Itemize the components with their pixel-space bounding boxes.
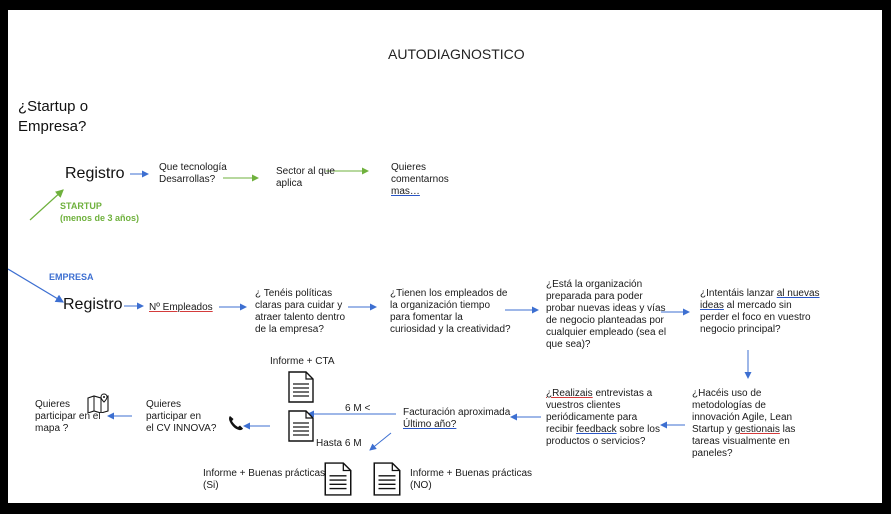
metodologias-5: tareas visualmente en — [692, 436, 790, 447]
startup-registro: Registro — [65, 165, 125, 182]
diagram-canvas: AUTODIAGNOSTICO ¿Startup o Empresa? Regi… — [8, 10, 882, 503]
document-cta-2-icon — [288, 410, 314, 442]
politicas-2: claras para cuidar y — [255, 300, 343, 311]
arrow-facturacion-hasta6m — [369, 432, 392, 451]
informe-no-1: Informe + Buenas prácticas — [410, 468, 533, 479]
startup-label: STARTUP — [60, 201, 102, 211]
informe-cta-label: Informe + CTA — [270, 356, 335, 367]
facturacion-1: Facturación aproximada — [403, 407, 511, 418]
entrevistas-4a: recibir — [546, 424, 577, 435]
entrevistas-1b: entrevistas a — [592, 388, 653, 399]
arrow-startup-entry — [29, 189, 64, 221]
entrevistas-3: periódicamente para — [546, 412, 638, 423]
lanzar-1: ¿Intentáis lanzar al nuevas — [700, 288, 820, 301]
lanzar-3: perder el foco en vuestro — [700, 312, 811, 323]
tiempo-4: curiosidad y la creatividad? — [390, 324, 511, 335]
lanzar-4: negocio principal? — [700, 324, 781, 335]
document-si-icon — [324, 462, 352, 496]
metodologias-4: Startup y gestionais las — [692, 424, 795, 437]
politicas-4: de la empresa? — [255, 324, 324, 335]
metodologias-4u: gestionais — [734, 424, 780, 435]
document-cta-icon — [288, 371, 314, 403]
metodologias-3: innovación Agile, Lean — [692, 412, 793, 423]
startup-sector-1: Sector al que — [276, 166, 335, 177]
mapa-2: participar en el — [35, 411, 101, 422]
metodologias-4a: Startup y — [692, 424, 735, 435]
page-title: AUTODIAGNOSTICO — [388, 46, 525, 62]
metodologias-4b: las — [779, 424, 796, 435]
startup-sector-2: aplica — [276, 178, 303, 189]
empresa-empleados: Nº Empleados — [149, 302, 213, 315]
organizacion-1: ¿Está la organización — [546, 279, 643, 290]
informe-si-2: (Si) — [203, 480, 219, 491]
entrevistas-4: recibir feedback sobre los — [546, 424, 660, 437]
cv-innova-2: participar en — [146, 411, 202, 422]
question-line-1: ¿Startup o — [18, 98, 89, 115]
facturacion-2-text: Último año? — [403, 419, 457, 430]
startup-tecnologia-2: Desarrollas? — [159, 174, 216, 185]
organizacion-6: que sea)? — [546, 339, 591, 350]
map-icon — [87, 393, 109, 413]
entrevistas-1: ¿Realizais entrevistas a — [546, 388, 652, 401]
lanzar-u1: al nuevas — [776, 288, 820, 299]
politicas-3: atraer talento dentro — [255, 312, 346, 323]
metodologias-1: ¿Hacéis uso de — [692, 388, 762, 399]
empresa-label: EMPRESA — [49, 272, 94, 282]
informe-si-1: Informe + Buenas prácticas — [203, 468, 326, 479]
metodologias-6: paneles? — [692, 448, 733, 459]
informe-no-2: (NO) — [410, 480, 432, 491]
cv-innova-3: el CV INNOVA? — [146, 423, 217, 434]
startup-tecnologia-1: Que tecnología — [159, 162, 227, 173]
lanzar-2: ideas al mercado sin — [700, 300, 792, 313]
entrevistas-u: ¿Realizais — [546, 388, 593, 399]
startup-comentarnos-3: mas… — [391, 186, 420, 199]
entrevistas-2: vuestros clientes — [546, 400, 621, 411]
hasta-6m-label: Hasta 6 M — [316, 438, 362, 449]
arrow-empresa-entry — [8, 268, 65, 303]
entrevistas-5: productos o servicios? — [546, 436, 646, 447]
cv-innova-1: Quieres — [146, 399, 182, 410]
lanzar-pre: ¿Intentáis lanzar — [700, 288, 777, 299]
mapa-3: mapa ? — [35, 423, 69, 434]
tiempo-3: para fomentar la — [390, 312, 463, 323]
startup-comentarnos-2: comentarnos — [391, 174, 449, 185]
startup-comentarnos-1: Quieres — [391, 162, 427, 173]
phone-icon — [229, 416, 243, 431]
facturacion-2: Último año? — [403, 419, 456, 432]
mas-6m-label: 6 M < — [345, 403, 371, 414]
metodologias-2: metodologías de — [692, 400, 766, 411]
organizacion-4: de negocio planteadas por — [546, 315, 664, 326]
organizacion-3: probar nuevas ideas y vías — [546, 303, 666, 314]
startup-sublabel: (menos de 3 años) — [60, 213, 140, 223]
document-no-icon — [373, 462, 401, 496]
organizacion-2: preparada para poder — [546, 291, 643, 302]
empresa-registro: Registro — [63, 296, 123, 313]
politicas-1: ¿ Tenéis políticas — [255, 288, 333, 299]
tiempo-1: ¿Tienen los empleados de — [390, 288, 508, 299]
empleados-text: Nº Empleados — [149, 302, 213, 313]
lanzar-u2: ideas — [700, 300, 724, 311]
entrevistas-4b: sobre los — [616, 424, 660, 435]
mapa-1: Quieres — [35, 399, 71, 410]
entrevistas-4u: feedback — [576, 424, 617, 435]
organizacion-5: cualquier empleado (sea el — [546, 327, 667, 338]
question-line-2: Empresa? — [18, 118, 87, 135]
connector-layer — [8, 167, 752, 451]
startup-comentarnos-3-text: mas… — [391, 186, 420, 197]
lanzar-post1: al mercado sin — [723, 300, 792, 311]
tiempo-2: la organización tiempo — [390, 300, 491, 311]
